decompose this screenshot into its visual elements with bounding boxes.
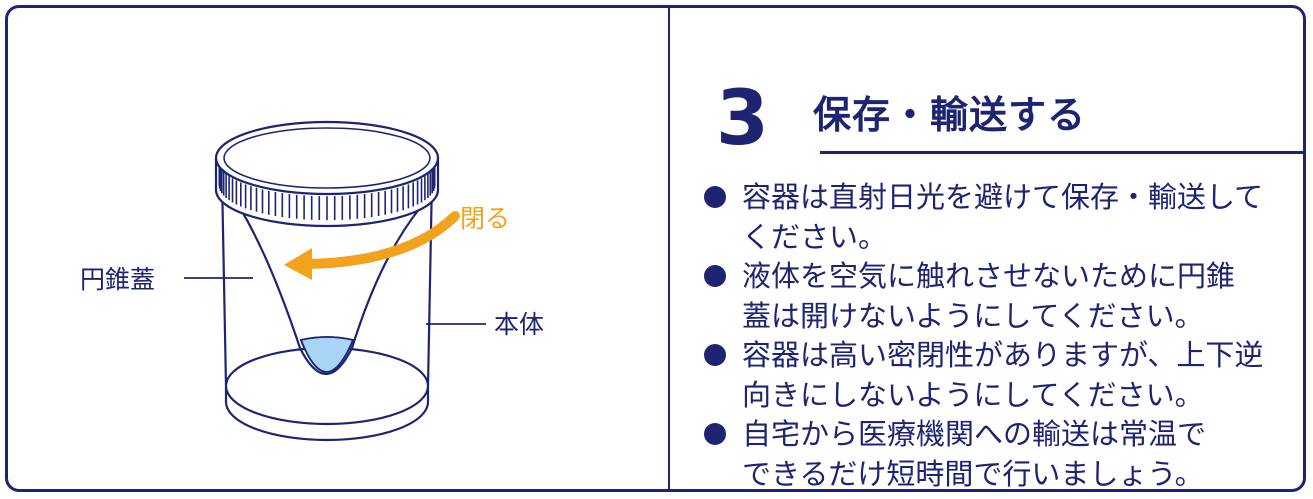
instruction-panel: 円錐蓋 本体 閉る 3 保存・輸送する 容器は直射日光を避けて保存・輸送して く… xyxy=(5,5,1306,492)
instruction-line: できるだけ短時間で行いましょう。 xyxy=(742,456,1204,491)
instruction-line: 液体を空気に触れさせないために円錐 xyxy=(742,259,1236,293)
cone-tip xyxy=(299,347,353,376)
body-label: 本体 xyxy=(494,310,544,339)
instructions-section: 3 保存・輸送する 容器は直射日光を避けて保存・輸送して ください。 液体を空気… xyxy=(670,8,1303,489)
instruction-item: 液体を空気に触れさせないために円錐 蓋は開けないようにしてください。 xyxy=(700,257,1290,336)
step-heading: 3 保存・輸送する xyxy=(716,73,1303,162)
instruction-line: 自宅から医療機関への輸送は常温で xyxy=(742,417,1207,451)
cone-lid-label: 円錐蓋 xyxy=(80,265,155,294)
bullet-icon xyxy=(704,423,726,445)
bullet-icon xyxy=(704,265,726,287)
instruction-list: 容器は直射日光を避けて保存・輸送して ください。 液体を空気に触れさせないために… xyxy=(700,178,1290,491)
step-title: 保存・輸送する xyxy=(813,93,1087,137)
cap-ridges xyxy=(218,162,436,221)
instruction-item: 容器は直射日光を避けて保存・輸送して ください。 xyxy=(700,178,1290,257)
panel-divider xyxy=(668,8,670,489)
jar-right-wall xyxy=(426,177,434,387)
instruction-line: 蓋は開けないようにしてください。 xyxy=(742,298,1204,333)
bullet-icon xyxy=(704,186,726,208)
instruction-line: 容器は高い密閉性がありますが、上下逆 xyxy=(742,338,1264,372)
instruction-line: 向きにしないようにしてください。 xyxy=(742,377,1204,412)
instruction-line: 容器は直射日光を避けて保存・輸送して xyxy=(742,180,1264,214)
bullet-icon xyxy=(704,344,726,366)
container-illustration: 円錐蓋 本体 閉る xyxy=(80,120,544,442)
instruction-item: 自宅から医療機関への輸送は常温で できるだけ短時間で行いましょう。 xyxy=(700,415,1290,491)
close-label: 閉る xyxy=(460,204,510,233)
step-number: 3 xyxy=(716,73,769,162)
cap-top xyxy=(214,120,440,196)
liquid-fill xyxy=(299,336,355,373)
cap-top-inner xyxy=(223,127,431,189)
heading-underline xyxy=(820,151,1303,154)
jar-left-wall xyxy=(220,177,228,387)
instruction-item: 容器は高い密閉性がありますが、上下逆 向きにしないようにしてください。 xyxy=(700,336,1290,415)
rotate-arrow-icon xyxy=(284,211,460,280)
container-diagram: 円錐蓋 本体 閉る xyxy=(8,8,668,489)
instruction-line: ください。 xyxy=(742,219,888,254)
